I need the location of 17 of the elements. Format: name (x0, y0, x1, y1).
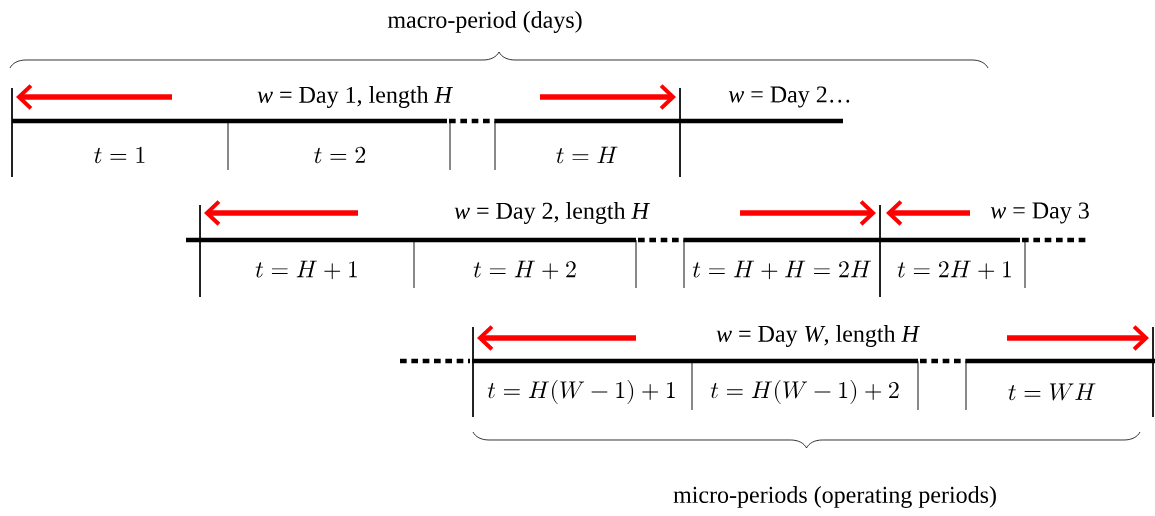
time-step-label: $t = WH$ (1008, 383, 1096, 401)
period-label: w = Day 2, length H (454, 202, 650, 224)
time-step-label: $t = H(W - 1) + 2$ (710, 380, 899, 404)
brace-label: micro-periods (operating periods) (673, 486, 996, 508)
time-step-label: $t = 1$ (94, 146, 145, 164)
period-label: w = Day W, length H (716, 325, 920, 347)
period-label: w = Day 3 (990, 202, 1089, 224)
time-step-label: $t = H(W - 1) + 1$ (487, 380, 675, 404)
brace-label: macro-period (days) (387, 11, 582, 33)
time-step-label: $t = 2H + 1$ (897, 260, 1011, 280)
period-label: w = Day 2… (728, 86, 850, 108)
time-step-label: $t = H$ (556, 146, 618, 164)
time-step-label: $t = H + H = 2H$ (692, 260, 872, 280)
time-step-label: $t = H + 2$ (473, 260, 576, 280)
time-step-label: $t = H + 1$ (255, 260, 357, 280)
period-label: w = Day 1, length H (257, 86, 453, 108)
time-step-label: $t = 2$ (314, 146, 366, 164)
